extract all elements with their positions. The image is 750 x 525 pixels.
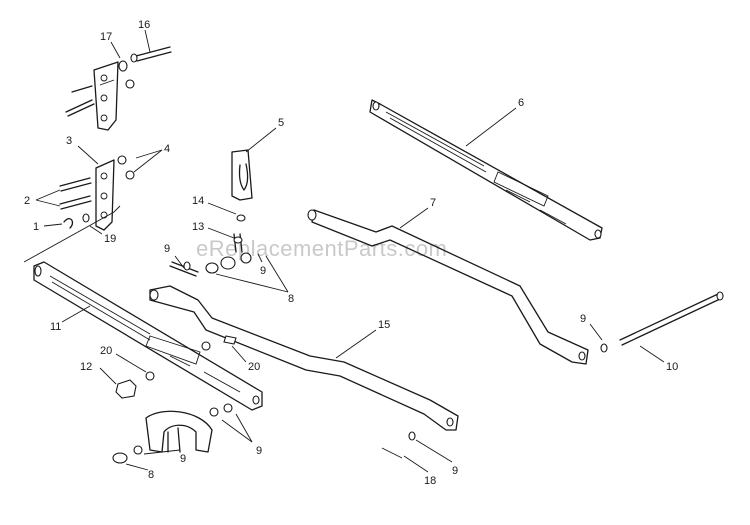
- clamp-assembly: [169, 149, 253, 277]
- callout-9-d: 9: [180, 453, 186, 465]
- leader-lines: [35, 29, 665, 473]
- part-11-slotted-bar: [33, 261, 263, 411]
- callout-labels: 16 17 3 4 2 1 19 5 14 13 9 9 8 6 7 11 15…: [24, 19, 678, 487]
- callout-9-a: 9: [164, 243, 170, 255]
- part-6-slotted-bar: [369, 99, 603, 241]
- lower-bracket-assembly: [23, 155, 135, 263]
- callout-20-b: 20: [248, 361, 260, 373]
- callout-17: 17: [100, 31, 112, 43]
- callout-6: 6: [518, 97, 524, 109]
- upper-bracket-assembly: [65, 46, 172, 131]
- callout-7: 7: [430, 197, 436, 209]
- callout-9-c: 9: [256, 445, 262, 457]
- callout-3: 3: [66, 135, 72, 147]
- callout-10: 10: [666, 361, 678, 373]
- callout-20-a: 20: [100, 345, 112, 357]
- callout-8-b: 8: [148, 469, 154, 481]
- loose-hardware: [112, 291, 724, 464]
- callout-14: 14: [192, 195, 204, 207]
- part-15-bent-bar: [149, 285, 459, 431]
- part-7-bent-bar: [307, 209, 589, 365]
- callout-16: 16: [138, 19, 150, 31]
- callout-13: 13: [192, 221, 204, 233]
- callout-11: 11: [50, 321, 61, 333]
- callout-12: 12: [80, 361, 92, 373]
- callout-5: 5: [278, 117, 284, 129]
- callout-19: 19: [104, 233, 116, 245]
- callout-18: 18: [424, 475, 436, 487]
- callout-15: 15: [378, 319, 390, 331]
- callout-9-e: 9: [452, 465, 458, 477]
- callout-2: 2: [24, 195, 30, 207]
- callout-1: 1: [33, 221, 39, 233]
- callout-9-f: 9: [580, 313, 586, 325]
- callout-4: 4: [164, 143, 170, 155]
- callout-9-b: 9: [260, 265, 266, 277]
- callout-8-a: 8: [288, 293, 294, 305]
